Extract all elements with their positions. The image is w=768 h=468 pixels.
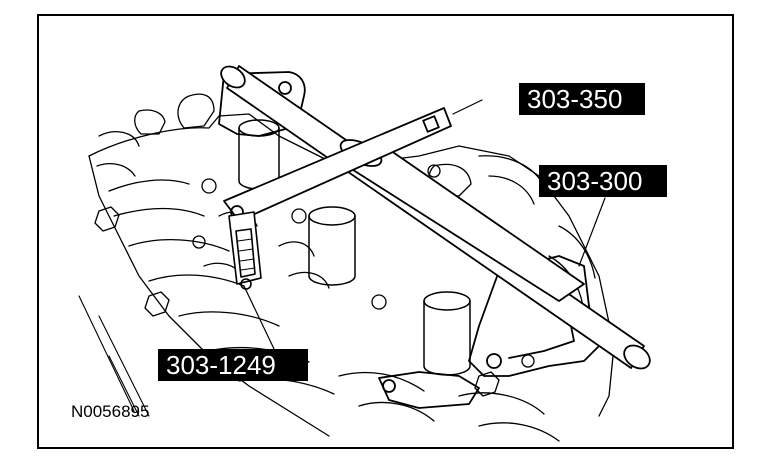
tool-303-1249 <box>228 211 262 290</box>
casting-hatching <box>78 295 150 417</box>
tool-303-350-shaft <box>220 65 651 370</box>
callout-303-350: 303-350 <box>519 83 645 115</box>
camshaft-tool-illustration <box>78 65 651 442</box>
figure-reference-id: N0056895 <box>71 402 150 421</box>
bolt-heads <box>94 164 535 397</box>
tool-303-350-lever <box>223 107 452 222</box>
leader-lines <box>243 99 606 352</box>
callout-303-1249: 303-1249 <box>158 349 308 381</box>
callout-303-300: 303-300 <box>539 165 667 197</box>
figure-frame: 303-350 303-300 303-1249 N0056895 <box>37 14 734 449</box>
